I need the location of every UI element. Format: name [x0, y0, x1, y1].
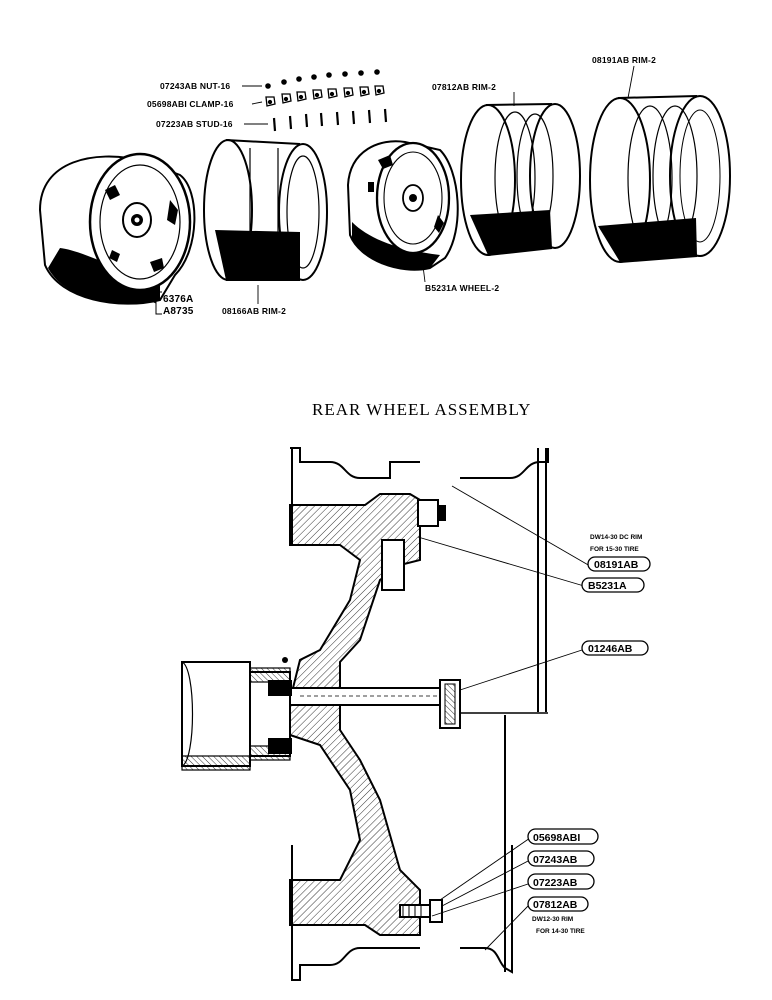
- rim-07812ab-label: 07812AB RIM-2: [432, 82, 496, 92]
- callout-07243ab: 07243AB: [533, 854, 578, 866]
- section-view: DW14-30 DC RIM FOR 15-30 TIRE 08191AB B5…: [181, 447, 651, 981]
- clamps-row: [265, 85, 385, 107]
- rim-08166ab: [203, 139, 328, 281]
- part-6376a-label: 6376A: [163, 294, 193, 305]
- rim-07812ab: [460, 103, 581, 256]
- rim-08166ab-label: 08166AB RIM-2: [222, 306, 286, 316]
- callout-07812ab-box: [527, 896, 589, 912]
- callout-07223ab-box: [527, 873, 595, 890]
- axle-housing: [181, 657, 461, 771]
- callout-05698abi: 05698ABI: [533, 832, 580, 844]
- exploded-view: 07243AB NUT-16 05698ABI CLAMP-16 07223AB…: [38, 55, 731, 317]
- wheel-disc-b5231a: [346, 140, 459, 271]
- callout-08191ab: 08191AB: [594, 559, 639, 571]
- rim-outer-note-2: FOR 15-30 TIRE: [590, 546, 639, 553]
- wheel-section-body: [289, 493, 441, 936]
- rim-outer-note-1: DW14-30 DC RIM: [590, 534, 642, 541]
- callout-b5231a-box: [581, 577, 645, 593]
- nuts-row: [265, 69, 380, 89]
- wheel-disc-6376a: [38, 152, 196, 305]
- callout-01246ab: 01246AB: [588, 643, 633, 655]
- wheel-b5231a-label: B5231A WHEEL-2: [425, 283, 499, 293]
- rim-08191ab: [589, 95, 731, 263]
- rim-inner-note-2: FOR 14-30 TIRE: [536, 928, 585, 935]
- callout-07812ab: 07812AB: [533, 899, 578, 911]
- top-stud-nut: [381, 499, 446, 591]
- clamp-label: 05698ABI CLAMP-16: [147, 99, 234, 109]
- studs-row: [272, 108, 388, 132]
- nut-label: 07243AB NUT-16: [160, 81, 230, 91]
- callout-b5231a: B5231A: [588, 580, 627, 592]
- callout-07243ab-box: [527, 850, 595, 867]
- callout-07223ab: 07223AB: [533, 877, 578, 889]
- part-a8735-label: A8735: [163, 306, 194, 317]
- rim-inner-note-1: DW12-30 RIM: [532, 916, 573, 923]
- rim-08191ab-label: 08191AB RIM-2: [592, 55, 656, 65]
- callout-08191ab-box: [587, 556, 651, 572]
- stud-label: 07223AB STUD-16: [156, 119, 233, 129]
- callout-01246ab-box: [581, 640, 649, 656]
- page-title: REAR WHEEL ASSEMBLY: [312, 400, 531, 419]
- callout-05698abi-box: [527, 828, 599, 845]
- bottom-stud-nut: [399, 899, 443, 923]
